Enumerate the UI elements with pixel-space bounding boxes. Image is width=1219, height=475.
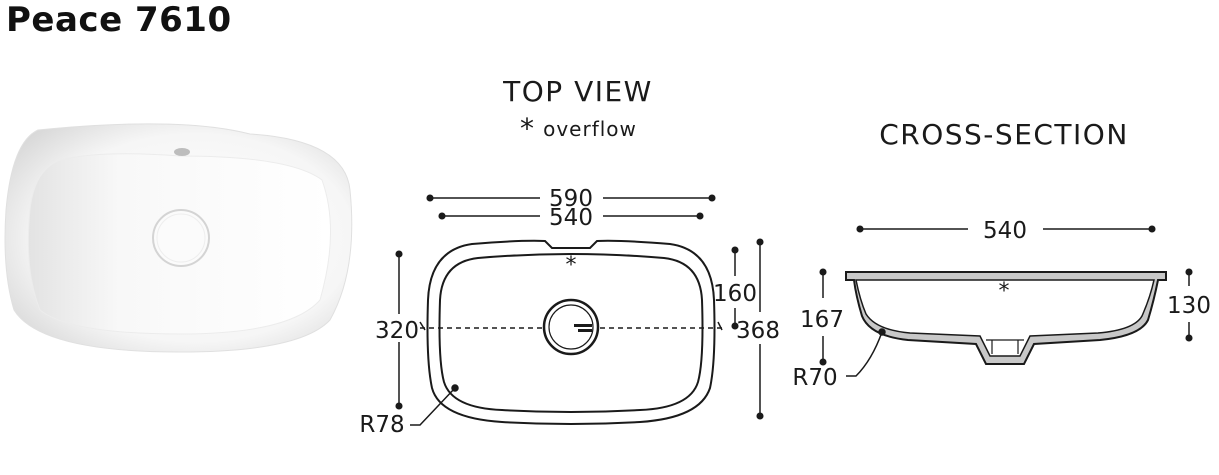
cross-dimension-width-label: 540 [983,218,1027,244]
cross-dimension-height-right [1185,268,1193,342]
product-photo [4,123,353,353]
cross-dimension-height-right-label: 130 [1167,293,1211,319]
dimension-inner-width [438,212,704,220]
top-view-heading: TOP VIEW [502,75,653,108]
drain-cover [152,209,210,267]
tap-hole [174,148,190,156]
dimension-inner-width-label: 540 [549,205,593,231]
top-view-overflow-marker: * [566,253,577,278]
product-title: Peace 7610 [6,0,232,40]
dimension-height-right [756,238,764,420]
cross-section-heading: CROSS-SECTION [879,118,1129,151]
cross-dimension-width [856,225,1156,233]
overflow-legend-symbol: * [520,112,534,145]
dimension-half-right [717,246,739,331]
overflow-legend-label: overflow [543,117,637,141]
top-view-drain [542,298,600,356]
cross-section-overflow-marker: * [999,279,1010,304]
dimension-height-left [395,250,426,410]
dimension-outer-width [426,194,716,202]
dimension-height-right-label: 368 [736,318,780,344]
cross-dimension-height-left [819,268,827,366]
cross-section-inner-face [855,279,1155,357]
dimension-half-right-label: 160 [713,281,757,307]
cross-section-drain-detail [986,339,1024,354]
cross-dimension-height-left-label: 167 [800,307,844,333]
radius-leader-top [410,384,459,426]
radius-label-top: R78 [359,412,404,438]
dimension-outer-width-label: 590 [549,186,593,212]
radius-label-cross: R70 [792,365,837,391]
radius-leader-cross [846,328,886,377]
dimension-height-left-label: 320 [375,318,419,344]
